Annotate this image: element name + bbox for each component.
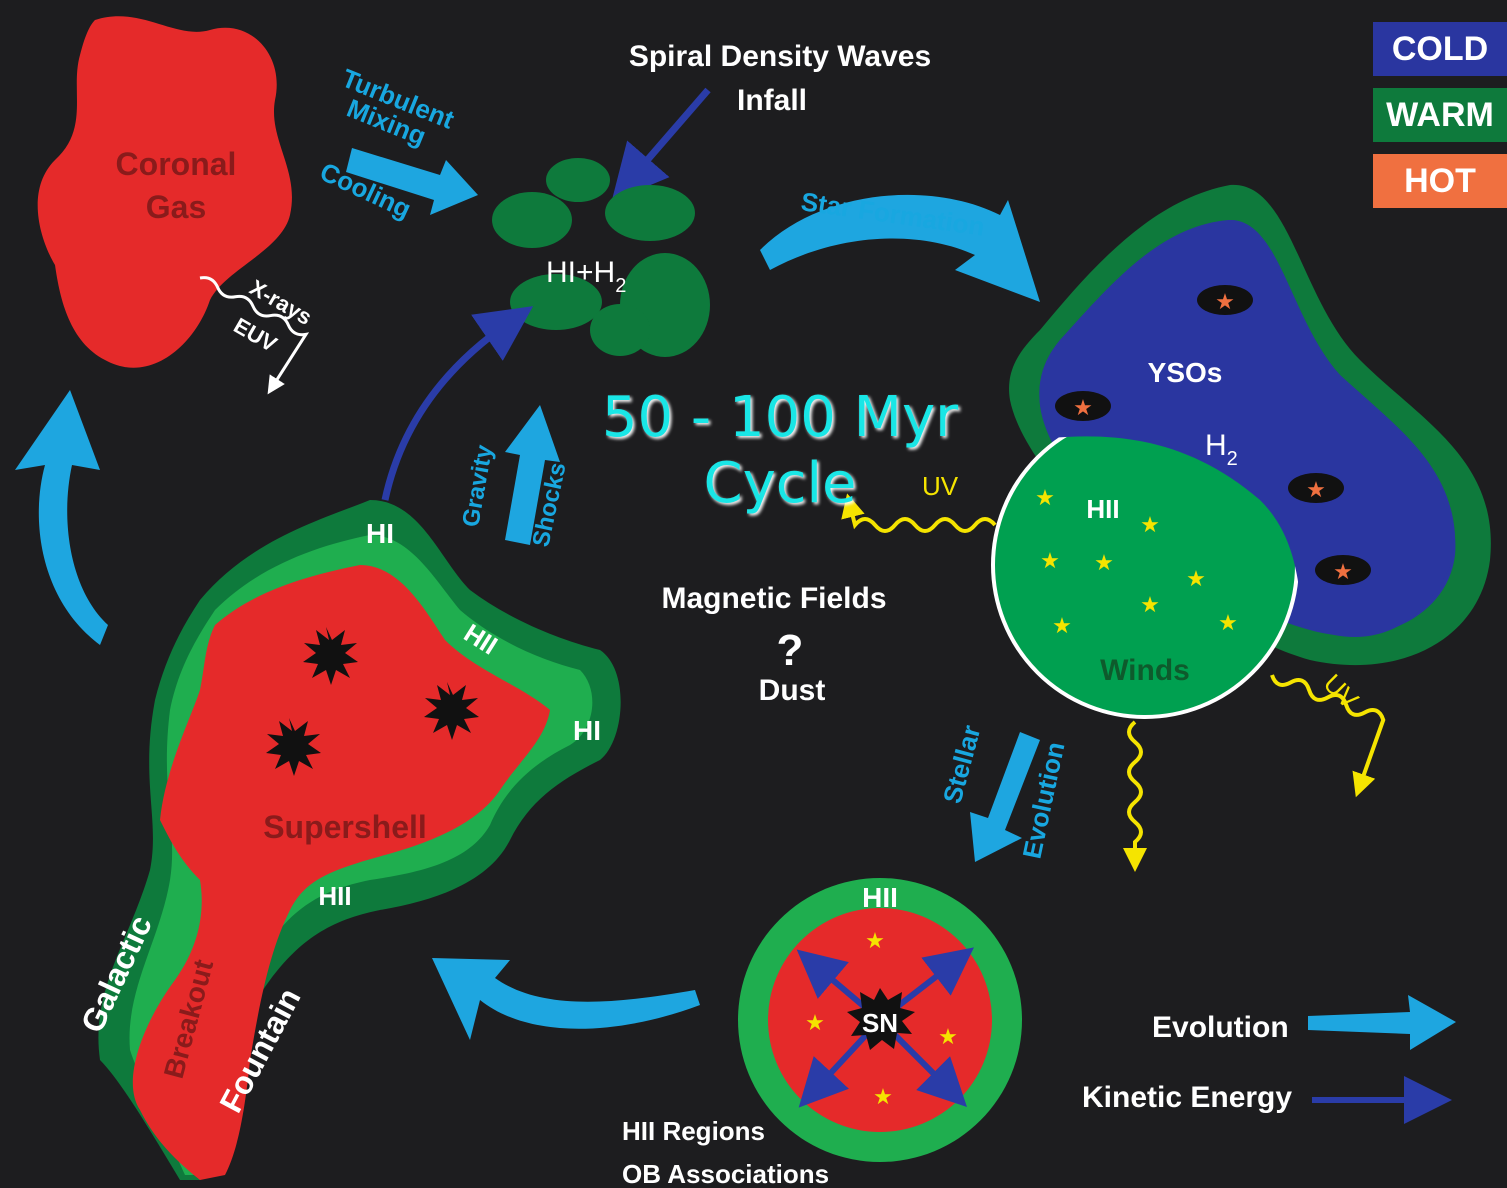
key-kinetic-label: Kinetic Energy (1082, 1081, 1292, 1114)
infall-line-1: Spiral Density Waves (629, 40, 931, 73)
svg-text:★: ★ (938, 1024, 958, 1049)
svg-text:★: ★ (1073, 395, 1093, 420)
uv-wave-right (1246, 669, 1389, 786)
svg-text:★: ★ (805, 1010, 825, 1035)
svg-text:★: ★ (1186, 566, 1206, 591)
supershell-label: Supershell (263, 809, 427, 845)
svg-text:★: ★ (1040, 548, 1060, 573)
euv-label: EUV (230, 313, 282, 357)
magnetic-fields-label: Magnetic Fields (661, 582, 886, 615)
dust-label: Dust (759, 674, 826, 707)
sn-label: SN (862, 1008, 898, 1038)
svg-text:★: ★ (1306, 477, 1326, 502)
cycle-line-2: Cycle (580, 451, 980, 517)
cycle-title: 50 - 100 Myr Cycle (580, 385, 980, 517)
hii-bottom-label: HII (318, 881, 351, 911)
svg-text:★: ★ (1140, 512, 1160, 537)
left-cycle-arrow (15, 390, 108, 645)
coronal-label-1: Coronal (116, 146, 237, 182)
svg-text:★: ★ (1215, 289, 1235, 314)
svg-text:★: ★ (1094, 550, 1114, 575)
gravity-label: Gravity (457, 442, 498, 529)
svg-text:★: ★ (1052, 613, 1072, 638)
yso-hii-label: HII (1086, 494, 1119, 524)
svg-text:★: ★ (1140, 592, 1160, 617)
sn-to-supershell-arrow (432, 958, 700, 1040)
ysos-label: YSOs (1148, 357, 1223, 388)
hii-regions-label: HII Regions (622, 1116, 765, 1146)
infall-line-2: Infall (737, 84, 807, 117)
key-evolution-arrow (1308, 995, 1456, 1050)
stellar-label: Stellar (937, 722, 987, 807)
hi-right-label: HI (573, 715, 601, 746)
svg-text:★: ★ (865, 928, 885, 953)
sn-hii-label: HII (862, 882, 898, 913)
svg-text:★: ★ (873, 1084, 893, 1109)
coronal-label-2: Gas (146, 189, 206, 225)
svg-text:★: ★ (1218, 610, 1238, 635)
cycle-line-1: 50 - 100 Myr (580, 385, 980, 451)
svg-text:★: ★ (1035, 485, 1055, 510)
uv-label-right: UV (1318, 668, 1365, 715)
svg-text:★: ★ (1333, 559, 1353, 584)
ob-associations-label: OB Associations (622, 1159, 829, 1188)
winds-label: Winds (1100, 654, 1190, 687)
uv-wave-down (1129, 722, 1141, 860)
question-mark: ? (777, 626, 804, 675)
key-evolution-label: Evolution (1152, 1011, 1289, 1044)
hi-top-label: HI (366, 518, 394, 549)
infall-arrow (630, 90, 708, 180)
